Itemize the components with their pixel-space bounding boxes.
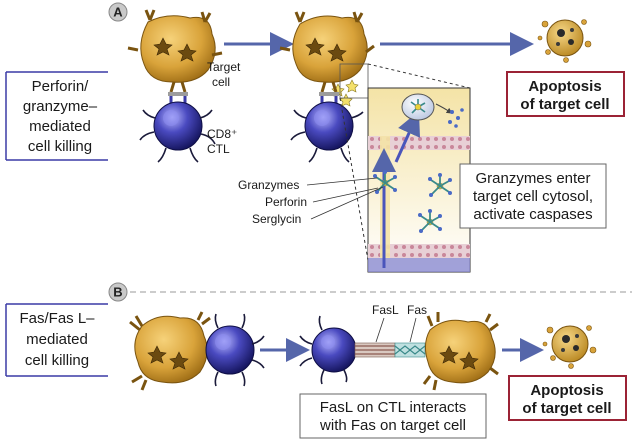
svg-text:cell killing: cell killing: [25, 352, 89, 369]
fasl-label: FasL: [372, 303, 399, 317]
panel-a: A Perforin/ granzyme– mediated cell kill…: [5, 2, 625, 273]
svg-text:target cell cytosol,: target cell cytosol,: [473, 188, 593, 205]
synapse-inset: [367, 87, 471, 273]
svg-text:granzyme–: granzyme–: [23, 98, 98, 115]
svg-text:Fas/Fas L–: Fas/Fas L–: [19, 310, 95, 327]
svg-text:Perforin/: Perforin/: [32, 78, 90, 95]
svg-text:cell: cell: [212, 75, 230, 89]
fasl-fas-bridge: [354, 342, 426, 358]
panel-b-badge: B: [108, 282, 128, 302]
svg-text:of target cell: of target cell: [520, 96, 609, 113]
svg-text:of target cell: of target cell: [522, 400, 611, 417]
target-cell-label: Target: [207, 60, 241, 74]
svg-text:CTL: CTL: [207, 142, 230, 156]
target-cell-b1: [129, 311, 211, 391]
perforin-label: Perforin: [265, 195, 307, 209]
target-cell-a2: [279, 11, 375, 107]
svg-text:Apoptosis: Apoptosis: [528, 78, 601, 95]
ctl-cell-a2: [290, 101, 364, 163]
panel-b-letter: B: [113, 285, 122, 300]
granzymes-label: Granzymes: [238, 178, 299, 192]
svg-text:mediated: mediated: [29, 118, 91, 135]
apoptotic-cell-b: [542, 325, 597, 369]
target-cell-a1: [127, 9, 223, 83]
ctl-cell-b1: [205, 313, 265, 387]
ctl-cell-a1: [139, 101, 216, 163]
svg-text:Apoptosis: Apoptosis: [530, 382, 603, 399]
serglycin-label: Serglycin: [252, 212, 301, 226]
apoptotic-cell-a: [537, 19, 592, 63]
svg-text:cell killing: cell killing: [28, 138, 92, 155]
fas-caption-box: FasL on CTL interacts with Fas on target…: [299, 393, 487, 439]
granule-complex: [373, 170, 397, 194]
panel-a-badge: A: [108, 2, 128, 22]
ctl-label: CD8⁺: [207, 127, 237, 141]
ctl-cell-b2: [299, 315, 357, 385]
svg-text:with Fas on target cell: with Fas on target cell: [319, 417, 466, 434]
target-cell-b2: [422, 312, 499, 391]
svg-text:activate caspases: activate caspases: [473, 206, 592, 223]
panel-b-mechanism-label: Fas/Fas L– mediated cell killing: [5, 303, 108, 377]
fas-label: Fas: [407, 303, 427, 317]
granzyme-caption-box: Granzymes enter target cell cytosol, act…: [459, 163, 607, 229]
svg-text:mediated: mediated: [26, 331, 88, 348]
apoptosis-box-b: Apoptosis of target cell: [508, 375, 627, 421]
panel-a-mechanism-label: Perforin/ granzyme– mediated cell killin…: [5, 71, 108, 161]
zoom-line-lower: [339, 97, 371, 273]
zoom-line-upper: [367, 63, 471, 89]
apoptosis-box-a: Apoptosis of target cell: [506, 71, 625, 117]
panel-a-letter: A: [113, 5, 123, 20]
svg-text:FasL on CTL interacts: FasL on CTL interacts: [320, 399, 466, 416]
panel-b: B Fas/Fas L– mediated cell killing: [5, 282, 627, 439]
svg-text:Granzymes enter: Granzymes enter: [475, 170, 590, 187]
zoom-region: [339, 63, 369, 99]
